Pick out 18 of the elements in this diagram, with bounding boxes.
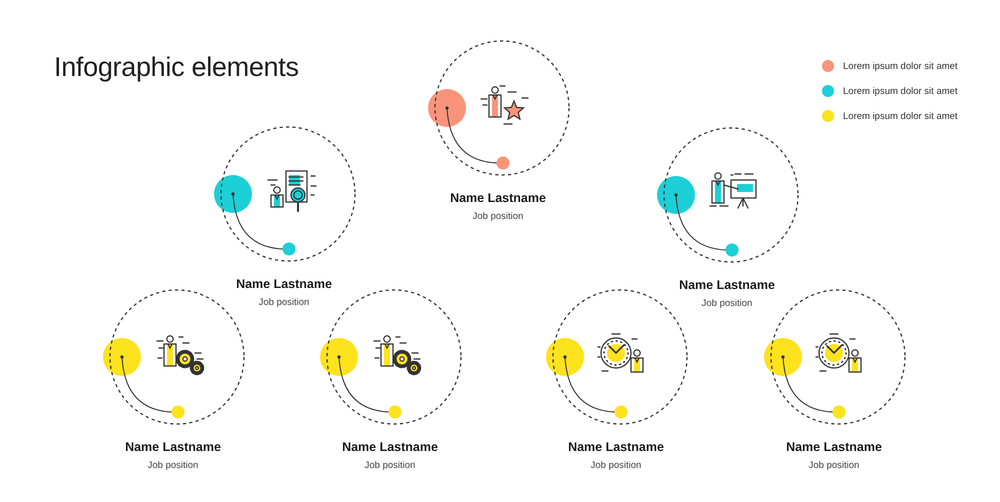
person-name: Name Lastname [679,278,775,292]
legend-label: Lorem ipsum dolor sit amet [843,110,958,123]
person-name: Name Lastname [568,440,664,454]
person-name: Name Lastname [342,440,438,454]
job-title: Job position [364,460,416,471]
person-name: Name Lastname [125,440,221,454]
person-name: Name Lastname [236,277,332,291]
person-name: Name Lastname [786,440,882,454]
job-title: Job position [702,298,752,309]
job-title: Job position [258,297,310,308]
job-title: Job position [808,460,860,471]
legend-label: Lorem ipsum dolor sit amet [843,60,958,73]
job-title: Job position [472,211,524,222]
job-title: Job position [148,460,198,471]
person-name: Name Lastname [450,191,546,205]
legend-label: Lorem ipsum dolor sit amet [843,85,958,98]
title: Infographic elements [54,51,299,84]
job-title: Job position [590,460,642,471]
